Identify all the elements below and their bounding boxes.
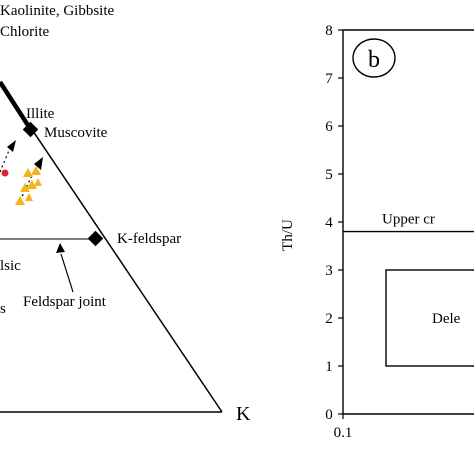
sample-point-red xyxy=(1,169,9,177)
apex-label-kaolinite: Kaolinite, Gibbsite xyxy=(0,3,114,19)
muscovite-marker xyxy=(22,121,39,138)
k-feldspar-label: K-feldspar xyxy=(117,231,181,247)
apex-label-chlorite: Chlorite xyxy=(0,24,50,40)
y-tick-label: 4 xyxy=(325,215,333,231)
y-tick-label: 0 xyxy=(325,407,333,423)
ternary-panel: Kaolinite, Gibbsite Chlorite Illite Musc… xyxy=(0,3,251,425)
source-label: s xyxy=(0,301,6,317)
illite-muscovite-segment xyxy=(0,80,33,132)
y-tick-label: 6 xyxy=(325,119,333,135)
illite-label: Illite xyxy=(26,106,55,122)
thu-panel: Th/U 0 1 2 3 4 5 6 7 8 0.1 b Upper cr Dele xyxy=(280,23,474,441)
panel-letter: b xyxy=(368,47,380,73)
arrowhead-icon xyxy=(56,243,65,253)
arrowhead-icon xyxy=(7,140,16,152)
arrowhead-icon xyxy=(34,157,43,170)
upper-crust-label: Upper cr xyxy=(382,212,435,228)
k-corner-label: K xyxy=(236,403,251,425)
y-tick-label: 5 xyxy=(325,167,333,183)
y-tick-label: 3 xyxy=(325,263,333,279)
panel-letter-circle xyxy=(352,38,396,78)
y-axis-label: Th/U xyxy=(280,219,296,251)
feldspar-joint-pointer xyxy=(60,253,74,293)
sample-points-yellow xyxy=(15,166,42,205)
x-ticks: 0.1 xyxy=(334,414,353,441)
deleted-region-box xyxy=(385,269,474,367)
k-feldspar-marker xyxy=(87,230,104,247)
y-tick-label: 8 xyxy=(325,23,333,39)
y-tick-label: 1 xyxy=(325,359,333,375)
trend-arrow-left xyxy=(0,147,11,173)
feldspar-joint-label: Feldspar joint xyxy=(23,294,107,310)
muscovite-label: Muscovite xyxy=(44,125,108,141)
ternary-right-edge xyxy=(0,81,223,413)
y-ticks: 0 1 2 3 4 5 6 7 8 xyxy=(325,23,343,423)
region-box-label: Dele xyxy=(432,311,461,327)
felsic-label: lsic xyxy=(0,258,21,274)
y-tick-label: 7 xyxy=(325,71,333,87)
x-tick-label: 0.1 xyxy=(334,425,353,441)
y-tick-label: 2 xyxy=(325,311,333,327)
